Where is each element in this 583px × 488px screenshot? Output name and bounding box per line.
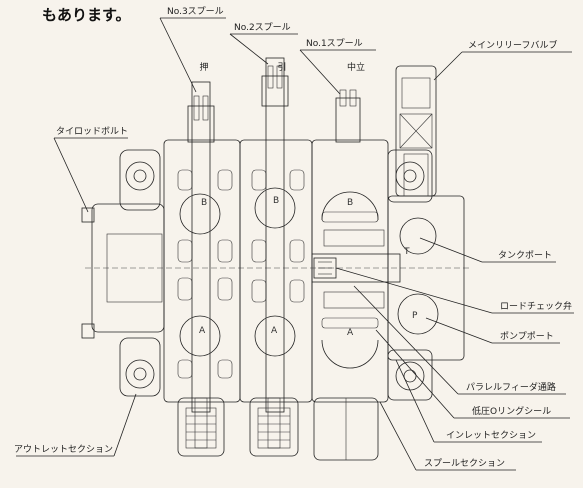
leader-lines	[16, 17, 574, 471]
port-mark-p: P	[412, 311, 418, 321]
label-tie-rod-bolt: タイロッドボルト	[56, 126, 128, 137]
port-mark-b1: B	[201, 198, 207, 208]
inlet-section	[387, 65, 465, 401]
port-mark-b2: B	[273, 196, 279, 206]
label-pump-port: ポンプポート	[500, 331, 554, 342]
port-mark-t: T	[403, 247, 410, 257]
label-no2-spool: No.2スプール	[234, 22, 291, 33]
label-tank-port: タンクポート	[498, 250, 552, 261]
port-mark-b3: B	[347, 198, 353, 208]
port-mark-a3: A	[347, 328, 354, 338]
port-mark-a1: A	[199, 326, 206, 336]
label-inlet-section: インレットセクション	[446, 430, 536, 441]
label-no1-spool: No.1スプール	[306, 38, 363, 49]
port-mark-a2: A	[271, 326, 278, 336]
outlet-section	[81, 149, 165, 397]
spool-section-no2	[239, 57, 313, 457]
label-no3-spool: No.3スプール	[167, 6, 224, 17]
label-parallel-feeder: パラレルフィーダ通路	[466, 381, 556, 393]
label-load-check-valve: ロードチェック弁	[500, 300, 572, 312]
spool-section-no3	[163, 81, 241, 457]
label-low-pressure-oring: 低圧Oリングシール	[472, 405, 551, 417]
callout-labels: No.3スプール No.2スプール No.1スプール メインリリーフバルブ タイ…	[14, 6, 572, 469]
spool-section-no1	[311, 89, 401, 461]
label-outlet-section: アウトレットセクション	[14, 444, 113, 455]
port-marks: B B B A A A T P	[199, 196, 418, 338]
position-label-pull: 引	[277, 62, 286, 73]
position-label-neutral: 中立	[347, 61, 365, 73]
position-label-push: 押	[199, 61, 208, 73]
label-spool-section: スプールセクション	[424, 458, 505, 469]
label-main-relief-valve: メインリリーフバルブ	[468, 39, 557, 51]
intro-text: もあります。	[42, 6, 131, 24]
